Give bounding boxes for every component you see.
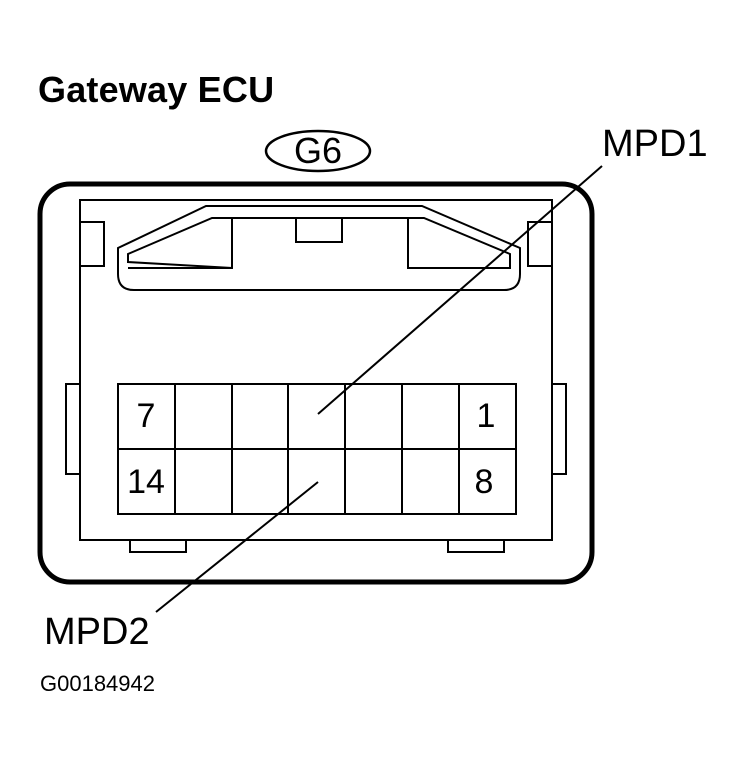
latch-inner-right [407, 217, 511, 269]
figure-id: G00184942 [40, 671, 155, 696]
latch-inner-left [127, 217, 233, 270]
pin-label-1: 1 [476, 397, 496, 435]
connector-id-label: G6 [293, 130, 343, 171]
locking-latch [117, 205, 521, 291]
bottom-right-notch [447, 540, 505, 553]
pin-grid [117, 383, 517, 515]
callout-mpd2: MPD2 [44, 611, 150, 653]
left-top-notch [79, 221, 105, 267]
pin-label-8: 8 [474, 463, 494, 501]
right-top-notch [527, 221, 553, 267]
diagram-title: Gateway ECU [38, 69, 275, 110]
bottom-left-notch [129, 540, 187, 553]
pin-label-7: 7 [136, 397, 156, 435]
mpd2-leader-line [155, 481, 319, 613]
connector-id-ellipse [264, 129, 372, 173]
right-side-tab [551, 383, 567, 475]
connector-inner-body [79, 199, 553, 541]
mpd1-leader-line [317, 165, 603, 415]
key-tab [295, 217, 343, 243]
pin-label-14: 14 [127, 463, 165, 501]
left-side-tab [65, 383, 81, 475]
callout-mpd1: MPD1 [602, 123, 708, 165]
connector-housing [37, 181, 595, 585]
